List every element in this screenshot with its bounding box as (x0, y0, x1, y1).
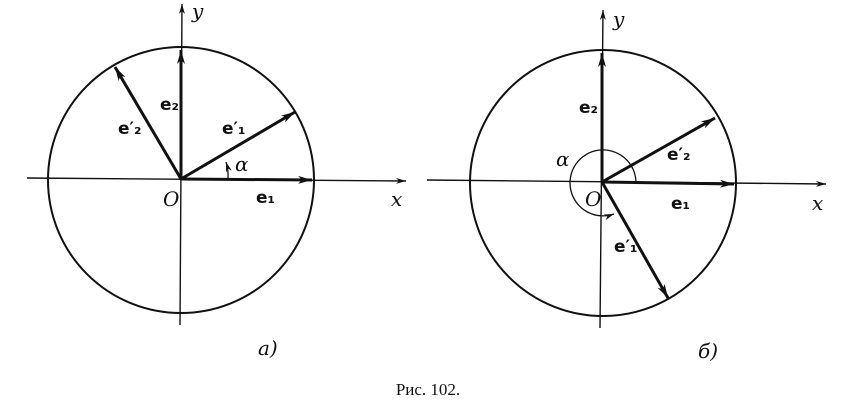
vector-e1 (180, 175, 313, 184)
vector-e1-prime (600, 181, 670, 299)
angle-arc (569, 149, 637, 221)
vector-e1 (601, 179, 735, 188)
vector-e1-prime (180, 110, 296, 181)
e1-label: e₁ (256, 188, 275, 208)
origin-label: O (163, 187, 179, 211)
y-axis-label: y (191, 0, 204, 23)
diagram-a: α e₁ e₂ e′₁ e′₂ O x y а) (26, 0, 407, 360)
panel-label-a: а) (258, 336, 278, 360)
e1-prime-label: e′₁ (614, 237, 637, 257)
x-axis-label: x (391, 187, 402, 211)
e2-prime-label: e′₂ (667, 145, 690, 165)
e1-prime-label: e′₁ (222, 119, 245, 139)
y-axis-label: y (612, 7, 625, 31)
e2-prime-label: e′₂ (118, 119, 141, 139)
e1-label: e₁ (671, 194, 690, 214)
e2-label: e₂ (160, 95, 179, 115)
vector-e2-prime (113, 66, 183, 180)
vector-e2-prime (601, 116, 716, 184)
diagram-b: α e₁ e₂ e′₂ e′₁ O x y б) (426, 7, 827, 363)
angle-arc (225, 161, 232, 180)
e2-label: e₂ (579, 98, 598, 118)
angle-label: α (556, 147, 570, 171)
angle-label: α (235, 152, 249, 176)
x-axis-label: x (812, 191, 823, 215)
origin-label: O (585, 187, 601, 211)
figure-caption: Рис. 102. (396, 380, 460, 399)
panel-label-b: б) (698, 339, 718, 363)
